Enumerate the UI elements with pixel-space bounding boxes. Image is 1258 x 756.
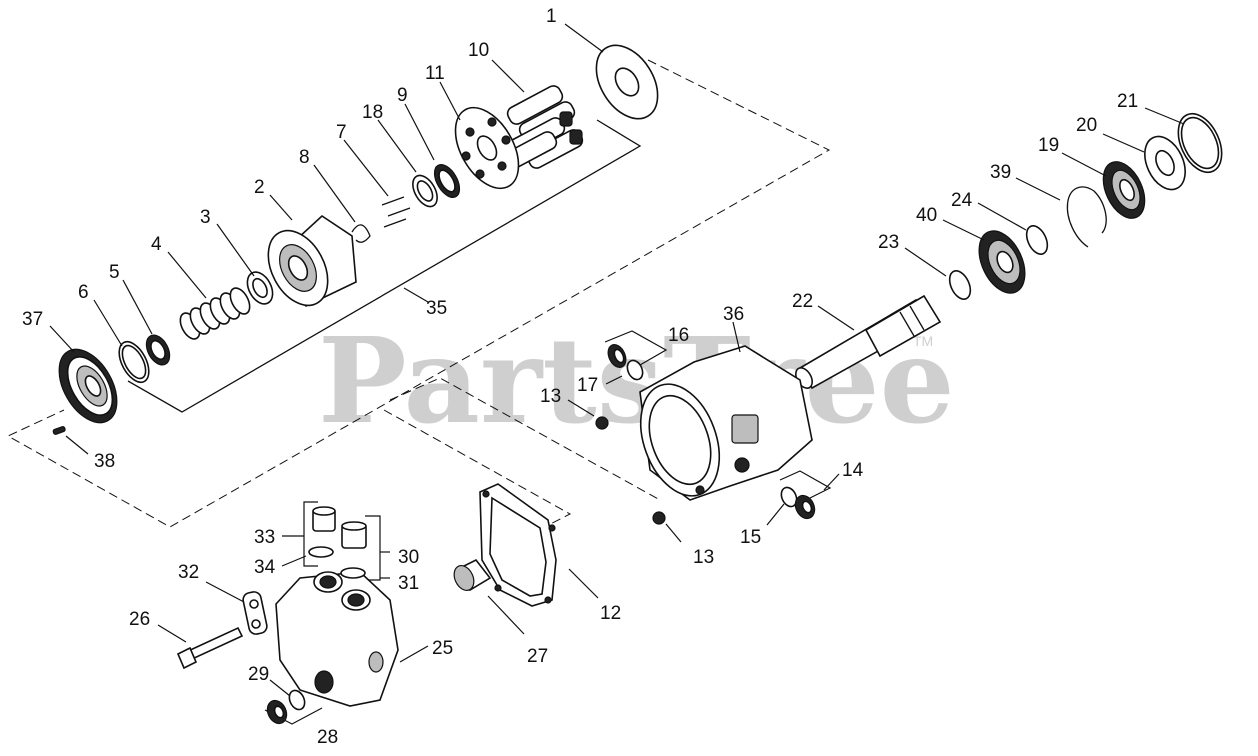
plug-30-31-bracket — [365, 515, 381, 581]
callout-39[interactable]: 39 — [990, 162, 1011, 183]
watermark-trademark: TM — [913, 333, 933, 349]
part-25-charge-pump-body — [275, 571, 399, 707]
part-20-seal — [1144, 135, 1186, 191]
callout-11[interactable]: 11 — [425, 63, 445, 84]
part-7-pins — [381, 196, 411, 228]
pump-housing-outline — [6, 59, 831, 528]
part-30-plug — [341, 521, 367, 549]
part-34-o-ring — [308, 546, 334, 558]
callout-31[interactable]: 31 — [398, 573, 419, 594]
callout-7[interactable]: 7 — [336, 122, 347, 143]
part-5-washer — [145, 334, 171, 366]
part-2-cylinder-block — [267, 214, 357, 308]
callout-35[interactable]: 35 — [426, 298, 447, 319]
part-23-ring — [948, 270, 972, 300]
group-outlines — [6, 59, 832, 725]
callout-22[interactable]: 22 — [792, 291, 813, 312]
callout-3[interactable]: 3 — [200, 207, 211, 228]
watermark-text: PartsTree — [318, 311, 955, 450]
callout-labels: 1 2 3 4 5 6 7 8 9 10 11 12 13 13 14 15 1… — [22, 6, 1138, 748]
part-19-bearing — [1102, 161, 1146, 219]
callout-10[interactable]: 10 — [468, 40, 489, 61]
part-38-pin — [52, 426, 66, 435]
part-26-bolt — [176, 626, 244, 670]
callout-19[interactable]: 19 — [1038, 135, 1059, 156]
part-21-snap-ring — [1177, 112, 1223, 174]
callout-36[interactable]: 36 — [723, 304, 744, 325]
part-15-o-ring — [780, 486, 798, 508]
part-27-bushing — [453, 558, 492, 592]
part-18-washer — [412, 174, 438, 208]
callout-2[interactable]: 2 — [254, 177, 265, 198]
part-22-shaft — [795, 294, 942, 390]
callout-4[interactable]: 4 — [151, 234, 162, 255]
part-33-plug — [312, 506, 336, 532]
callout-38[interactable]: 38 — [94, 451, 115, 472]
part-32-plate — [242, 591, 268, 635]
callout-27[interactable]: 27 — [527, 646, 548, 667]
callout-17[interactable]: 17 — [577, 375, 598, 396]
callout-21[interactable]: 21 — [1117, 91, 1138, 112]
part-4-spring — [179, 287, 251, 340]
callout-25[interactable]: 25 — [432, 638, 453, 659]
callout-18[interactable]: 18 — [362, 102, 383, 123]
callout-1[interactable]: 1 — [546, 6, 557, 27]
part-40-bearing — [978, 230, 1026, 294]
callout-23[interactable]: 23 — [878, 232, 899, 253]
callout-34[interactable]: 34 — [254, 557, 276, 578]
callout-32[interactable]: 32 — [178, 562, 199, 583]
part-37-bearing — [58, 348, 118, 424]
callout-6[interactable]: 6 — [78, 282, 89, 303]
charge-pump-outline — [383, 409, 572, 551]
callout-15[interactable]: 15 — [740, 527, 761, 548]
callout-13-lower[interactable]: 13 — [693, 547, 714, 568]
callout-24[interactable]: 24 — [951, 190, 973, 211]
fitting-16-17-bracket — [604, 330, 668, 366]
callout-14[interactable]: 14 — [842, 460, 864, 481]
part-11-retainer-plate — [454, 106, 520, 190]
leader-lines — [49, 23, 1185, 697]
part-6-snap-ring — [118, 340, 150, 384]
part-24-ring — [1025, 225, 1049, 255]
callout-5[interactable]: 5 — [109, 262, 120, 283]
watermark: PartsTree TM — [318, 311, 955, 450]
plug-33-34-bracket — [303, 501, 318, 567]
rotating-group-bracket — [127, 119, 642, 413]
callout-13-upper[interactable]: 13 — [540, 386, 561, 407]
callout-20[interactable]: 20 — [1076, 115, 1097, 136]
part-8-clip — [351, 224, 371, 243]
callout-26[interactable]: 26 — [129, 609, 150, 630]
part-9-ring — [433, 164, 461, 198]
callout-29[interactable]: 29 — [248, 664, 269, 685]
callout-28[interactable]: 28 — [317, 727, 338, 748]
callout-9[interactable]: 9 — [397, 85, 408, 106]
part-17-o-ring — [626, 359, 644, 381]
part-39-snap-ring — [1066, 186, 1107, 248]
part-10-pistons — [500, 85, 584, 171]
callout-30[interactable]: 30 — [398, 547, 419, 568]
part-14-fitting — [794, 494, 816, 520]
callout-33[interactable]: 33 — [254, 527, 275, 548]
part-3-washer — [246, 271, 274, 305]
callout-37[interactable]: 37 — [22, 309, 43, 330]
part-36-housing — [639, 345, 813, 501]
axle-centerline — [389, 377, 661, 501]
part-31-o-ring — [340, 567, 366, 579]
callout-16[interactable]: 16 — [668, 325, 689, 346]
part-13-plug-lower — [652, 511, 666, 525]
callout-12[interactable]: 12 — [600, 603, 621, 624]
part-1-thrust-plate — [595, 44, 659, 120]
part-16-fitting — [607, 344, 627, 368]
callout-40[interactable]: 40 — [916, 205, 937, 226]
part-13-plug-upper — [595, 416, 609, 430]
fitting-14-15-bracket — [779, 470, 832, 499]
part-28-fitting — [266, 699, 288, 725]
callout-8[interactable]: 8 — [299, 147, 310, 168]
part-12-gasket — [479, 483, 557, 607]
part-29-o-ring — [288, 689, 306, 711]
